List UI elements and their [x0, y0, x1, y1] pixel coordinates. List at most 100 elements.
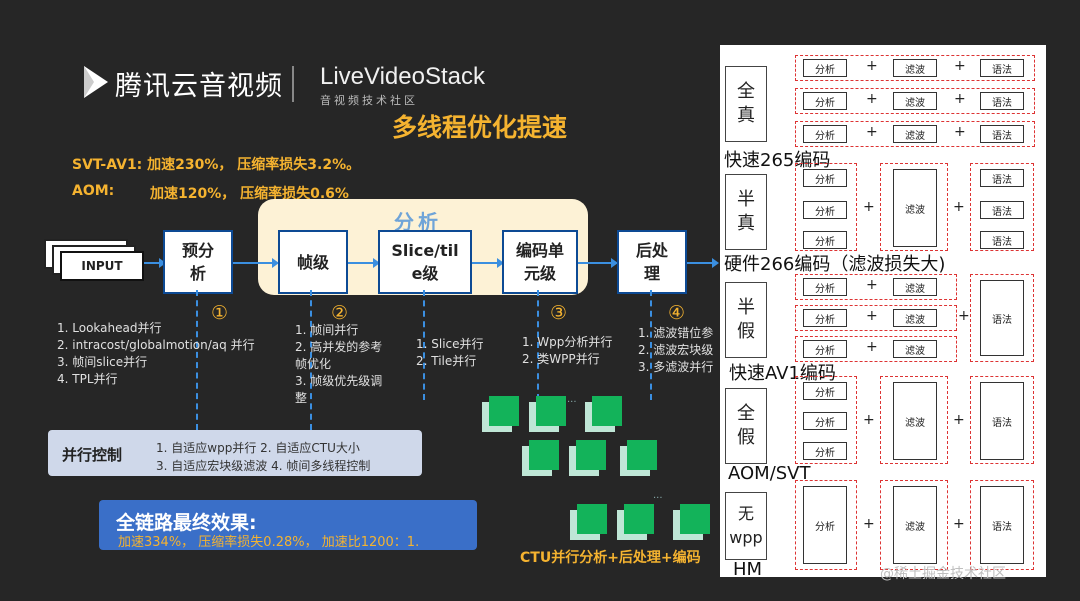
marker-3: ③	[550, 302, 568, 324]
aom-stat-label: AOM:	[72, 183, 115, 199]
analysis-block: 分析	[803, 278, 847, 296]
final-effect-text: 加速334%， 压缩率损失0.28%， 加速比1200：1.	[118, 535, 420, 550]
filter-block: 滤波	[893, 278, 937, 296]
stage-frame: 帧级	[278, 230, 348, 294]
filter-block: 滤波	[893, 486, 937, 564]
header-divider	[292, 66, 294, 102]
brand-name: 腾讯云音视频	[115, 71, 283, 102]
flow-arrow	[233, 258, 279, 268]
plus-sign: +	[953, 199, 965, 215]
plus-sign: +	[863, 199, 875, 215]
mode-label-full-false: 全 假	[725, 388, 767, 464]
ellipsis: ...	[653, 490, 663, 501]
analysis-block: 分析	[803, 382, 847, 400]
plus-sign: +	[953, 412, 965, 428]
marker-4: ④	[668, 302, 686, 324]
stage-frame-label: 帧级	[296, 252, 329, 272]
analysis-block: 分析	[803, 201, 847, 219]
filter-block: 滤波	[893, 340, 937, 358]
list-item: 1. Slice并行	[416, 337, 484, 351]
syntax-block: 语法	[980, 92, 1024, 110]
list-item: 帧优化	[295, 357, 332, 371]
syntax-group-box	[970, 274, 1034, 362]
ctu-block	[529, 440, 559, 470]
pipeline-row	[795, 88, 1035, 114]
pipeline-row	[795, 305, 957, 331]
syntax-block: 语法	[980, 125, 1024, 143]
marker-2: ②	[331, 302, 349, 324]
plus-sign: +	[954, 58, 966, 74]
parallel-control-items: 1. 自适应wpp并行 2. 自适应CTU大小 3. 自适应宏块级滤波 4. 帧…	[156, 439, 370, 475]
list-item: 1. 滤波错位参	[638, 326, 714, 340]
syntax-group-box	[970, 163, 1034, 251]
ctu-block	[592, 396, 622, 426]
flow-arrow	[687, 258, 719, 268]
analysis-block: 分析	[803, 92, 847, 110]
mode-label-no-wpp: 无 wpp	[725, 492, 767, 560]
filter-group-box	[880, 163, 948, 251]
parallel-control-box	[48, 430, 422, 476]
filter-group-box	[880, 480, 948, 570]
filter-block: 滤波	[893, 309, 937, 327]
analysis-group-box	[795, 163, 857, 251]
syntax-block: 语法	[980, 59, 1024, 77]
plus-sign: +	[954, 91, 966, 107]
syntax-block: 语法	[980, 169, 1024, 187]
list-item: 2. intracost/globalmotion/aq 并行	[57, 338, 255, 352]
analysis-block: 分析	[803, 169, 847, 187]
parallel-control-title: 并行控制	[62, 446, 123, 464]
mode-label-half-false: 半 假	[725, 282, 767, 358]
filter-group-box	[880, 376, 948, 464]
analysis-block: 分析	[803, 486, 847, 564]
page-title: 多线程优化提速	[392, 113, 568, 142]
ctu-block	[489, 396, 519, 426]
pipeline-row	[795, 55, 1035, 81]
stage-coding-unit: 编码单元级	[502, 230, 578, 294]
analysis-block: 分析	[803, 125, 847, 143]
filter-block: 滤波	[893, 92, 937, 110]
mode-caption-aom-svt: AOM/SVT	[728, 463, 811, 484]
frame-notes: 1. 帧间并行 2. 高并发的参考 帧优化 3. 帧级优先级调 整	[295, 322, 382, 407]
control-link	[310, 290, 312, 430]
syntax-group-box	[970, 480, 1034, 570]
analysis-block: 分析	[803, 59, 847, 77]
plus-sign: +	[958, 308, 970, 324]
plus-sign: +	[954, 124, 966, 140]
control-link	[650, 290, 652, 400]
flow-arrow	[144, 258, 166, 268]
ctu-caption: CTU并行分析+后处理+编码	[520, 550, 701, 566]
marker-1: ①	[211, 302, 229, 324]
list-item: 1. 帧间并行	[295, 323, 359, 337]
flow-arrow	[578, 258, 618, 268]
ctu-block	[627, 440, 657, 470]
slice-notes: 1. Slice并行 2. Tile并行	[416, 336, 484, 370]
analysis-block: 分析	[803, 309, 847, 327]
stage-preanalysis-label: 预分析	[181, 241, 214, 283]
control-link	[537, 290, 539, 400]
final-effect-title: 全链路最终效果:	[116, 512, 257, 534]
analysis-block: 分析	[803, 412, 847, 430]
stage-slice-tile-label: Slice/tile级	[391, 241, 459, 283]
control-link	[423, 290, 425, 400]
pipeline-row	[795, 274, 957, 300]
plus-sign: +	[866, 277, 878, 293]
stage-slice-tile: Slice/tile级	[378, 230, 472, 294]
final-effect-box	[99, 500, 477, 550]
analysis-block: 分析	[803, 442, 847, 460]
ctu-block	[576, 440, 606, 470]
watermark: @稀土掘金技术社区	[880, 566, 1006, 582]
pipeline-row	[795, 121, 1035, 147]
ctu-block	[624, 504, 654, 534]
syntax-group-box	[970, 376, 1034, 464]
partner-logo: LiveVideoStack	[320, 63, 485, 90]
filter-block: 滤波	[893, 382, 937, 460]
filter-block: 滤波	[893, 169, 937, 247]
list-item: 1. Wpp分析并行	[522, 335, 613, 349]
ctu-block	[536, 396, 566, 426]
plus-sign: +	[866, 339, 878, 355]
syntax-block: 语法	[980, 486, 1024, 564]
filter-block: 滤波	[893, 59, 937, 77]
flow-arrow	[348, 258, 380, 268]
filter-block: 滤波	[893, 125, 937, 143]
mode-label-half-true: 半 真	[725, 174, 767, 250]
